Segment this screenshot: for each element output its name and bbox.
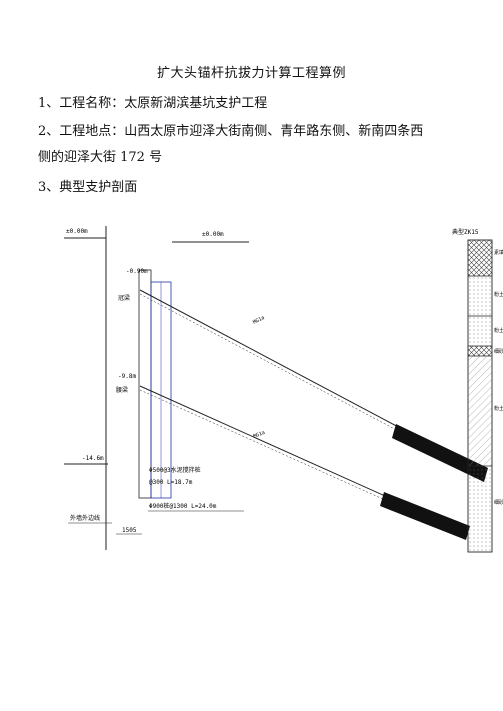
right-level-label: ±0.00m: [202, 231, 224, 238]
bored-pile-label: Φ900桩@1300 L=24.0m: [149, 502, 217, 510]
mixing-pile-spacing: @300 L=18.7m: [149, 479, 193, 486]
level-2-label: -9.8m: [118, 373, 136, 380]
bored-pile: [138, 269, 152, 499]
document-title: 扩大头锚杆抗拔力计算工程算例: [156, 66, 346, 81]
mixing-pile-label: Φ500@3水泥搅拌桩: [149, 466, 201, 474]
level-1-label: -0.90m: [126, 268, 148, 275]
anchor-1-id: MG1a: [252, 315, 265, 326]
level-3-label: -14.6m: [82, 455, 104, 462]
anchor-2-line: [139, 385, 395, 501]
stratum-fill-1: [467, 239, 493, 277]
stratum-label-3: 粉土: [494, 327, 503, 334]
dimension-label: 1505: [122, 527, 137, 534]
stratum-sand-2: [467, 465, 493, 553]
support-section-drawing: ±0.00m ±0.00m -0.90m 冠梁 MG1a -9.8m 腰梁 MG…: [64, 226, 503, 553]
project-location: 2、工程地点：山西太原市迎泽大街南侧、青年路东侧、新南四条西: [38, 124, 424, 139]
project-location-cont: 侧的迎泽大街 172 号: [38, 150, 163, 165]
waist-beam-label: 腰梁: [116, 386, 128, 394]
left-level-label: ±0.00m: [66, 228, 88, 235]
project-name: 1、工程名称：太原新湖滨基坑支护工程: [38, 96, 268, 111]
stratum-sand-1: [467, 345, 493, 357]
stratum-label-4: 细砂: [494, 348, 503, 355]
stratum-label-1: 素填: [494, 249, 503, 256]
anchor-1-line: [139, 289, 405, 431]
anchor-2-head: [380, 492, 470, 540]
stratum-label-2: 粉土: [494, 291, 503, 298]
anchor-2-id: MG1a: [253, 430, 266, 440]
profile-title: 典型ZK15: [452, 228, 479, 236]
anchor-1-head: [392, 424, 488, 482]
wall-line-label: 外墙外边线: [70, 514, 100, 522]
stratum-label-5: 粉土: [494, 405, 503, 412]
stratum-silt-3: [467, 355, 493, 467]
stratum-silt-2: [467, 315, 493, 347]
section-heading: 3、典型支护剖面: [38, 180, 138, 195]
crown-beam-label: 冠梁: [118, 294, 130, 302]
stratum-silt-1: [467, 275, 493, 317]
stratum-label-6: 细砂: [494, 499, 503, 506]
